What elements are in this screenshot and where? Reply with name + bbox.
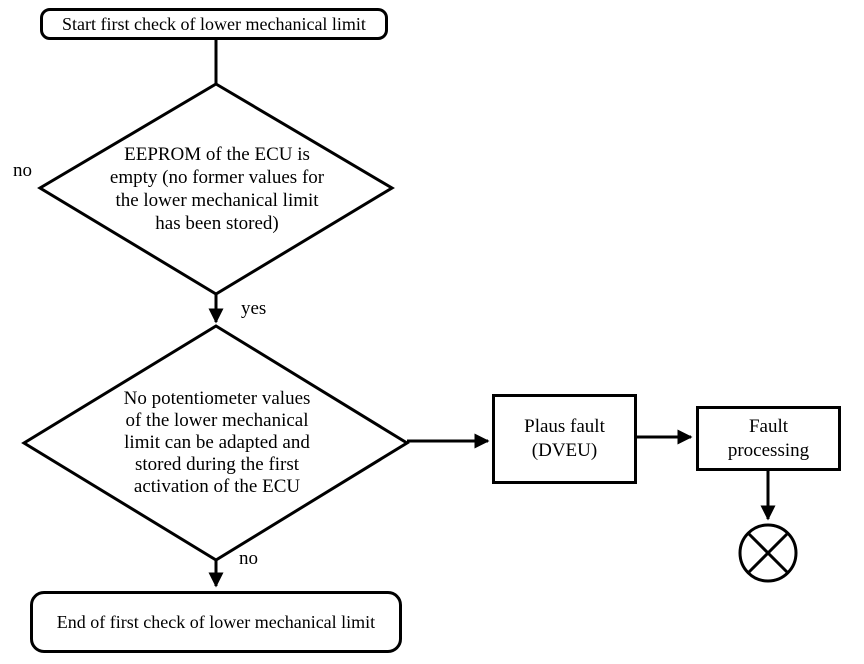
label-no-decision2: no bbox=[239, 548, 258, 569]
label-yes-decision1: yes bbox=[241, 298, 267, 319]
fault-processing-label: Fault processing bbox=[727, 415, 810, 461]
plaus-fault-label: Plaus fault (DVEU) bbox=[524, 416, 605, 461]
start-node-label: Start first check of lower mechanical li… bbox=[62, 14, 366, 34]
start-node: Start first check of lower mechanical li… bbox=[40, 8, 388, 40]
end-node-label: End of first check of lower mechanical l… bbox=[56, 612, 376, 632]
decision-eeprom-label: EEPROM of the ECU is empty (no former va… bbox=[109, 144, 325, 234]
decision-potentiometer-label: No potentiometer values of the lower mec… bbox=[123, 388, 311, 497]
end-node: End of first check of lower mechanical l… bbox=[30, 591, 402, 653]
crossed-circle-icon bbox=[738, 523, 798, 583]
label-no-decision1: no bbox=[13, 160, 32, 181]
plaus-fault-node: Plaus fault (DVEU) bbox=[492, 394, 637, 484]
fault-processing-node: Fault processing bbox=[696, 406, 841, 471]
